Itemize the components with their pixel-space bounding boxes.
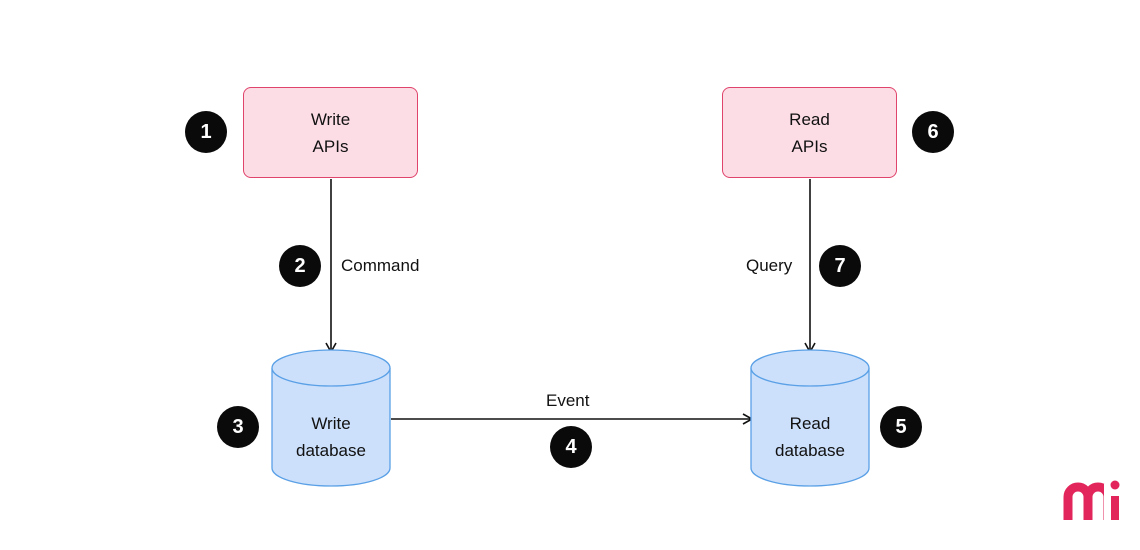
read-apis-line2: APIs — [791, 136, 828, 156]
step-badge-6: 6 — [912, 111, 954, 153]
read-database-line2: database — [775, 441, 845, 460]
step-badge-7: 7 — [819, 245, 861, 287]
write-apis-line2: APIs — [312, 136, 349, 156]
step-badge-4: 4 — [550, 426, 592, 468]
write-database-cylinder — [271, 349, 391, 487]
write-apis-box: Write APIs — [243, 87, 418, 178]
read-apis-box: Read APIs — [722, 87, 897, 178]
step-badge-5: 5 — [880, 406, 922, 448]
step-badge-1: 1 — [185, 111, 227, 153]
read-database-label: Read database — [750, 410, 870, 464]
step-badge-2: 2 — [279, 245, 321, 287]
write-database-line1: Write — [311, 414, 351, 433]
read-database-line1: Read — [789, 414, 831, 433]
query-label: Query — [746, 256, 793, 275]
read-database-cylinder — [750, 349, 870, 487]
write-database-label: Write database — [271, 410, 391, 464]
event-label: Event — [546, 391, 590, 410]
command-label: Command — [341, 256, 420, 275]
brand-logo — [1063, 480, 1120, 520]
step-badge-3: 3 — [217, 406, 259, 448]
write-database-line2: database — [296, 441, 366, 460]
write-apis-line1: Write — [310, 109, 351, 129]
read-apis-line1: Read — [789, 109, 830, 129]
